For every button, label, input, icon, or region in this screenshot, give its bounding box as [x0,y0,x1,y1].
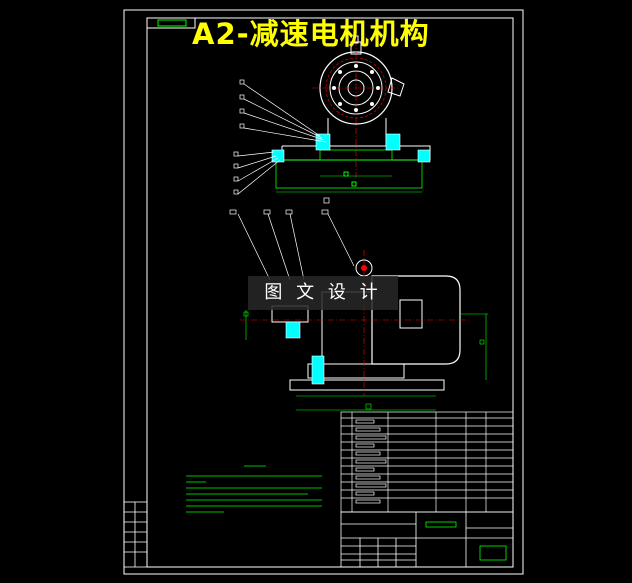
leaders-side [229,209,355,281]
parts-list-cell-mark [355,499,381,504]
parts-list-cell-mark [355,491,375,496]
parts-list-cell-mark [355,483,387,488]
binding-strip [123,501,148,568]
parts-list-cell-mark [355,443,375,448]
parts-list-cell-mark [355,451,381,456]
parts-list [340,411,514,513]
drawing-title: A2-减速电机机构 [192,17,430,51]
parts-list-cell-mark [355,475,381,480]
outer-frame [123,9,524,575]
parts-list-cell-mark [355,459,387,464]
watermark-text: 图 文 设 计 [248,276,398,310]
leaders-top [233,79,330,204]
parts-list-cell-mark [355,419,375,424]
technical-notes [186,465,322,513]
parts-list-cell-mark [355,435,387,440]
parts-list-cell-mark [355,467,375,472]
parts-list-cell-mark [355,427,381,432]
inner-frame [146,17,514,568]
end-view [271,35,431,193]
title-block [340,511,514,568]
drawing-code-box [146,17,196,29]
